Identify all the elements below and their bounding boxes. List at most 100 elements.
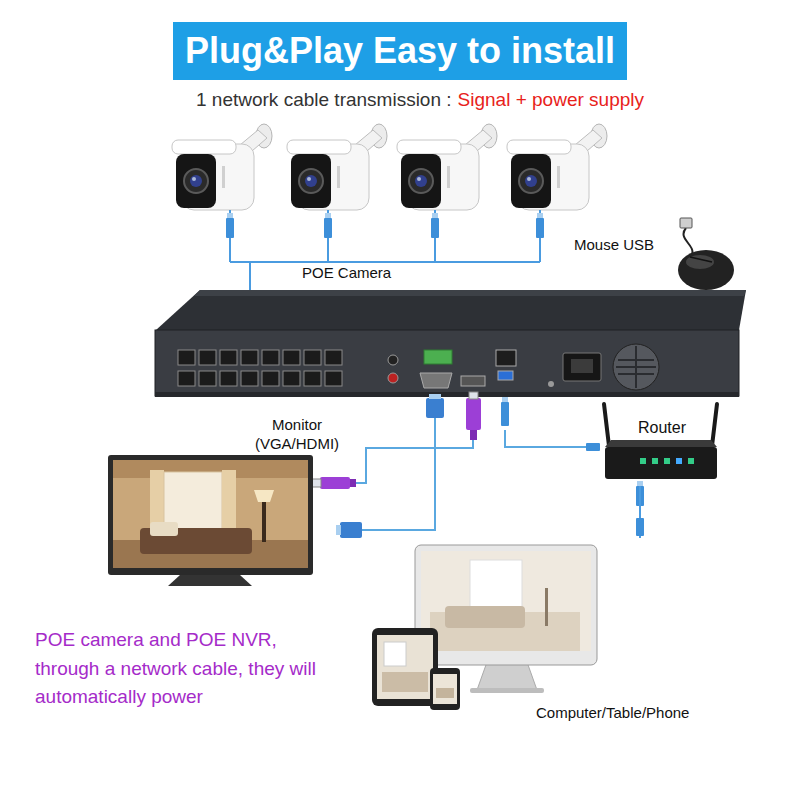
connectors	[501, 402, 509, 426]
monitor-tv	[113, 460, 308, 568]
monitor-node: Monitor (VGA/HDMI)	[100, 410, 348, 592]
usb-mouse	[678, 250, 734, 290]
monitor-tv	[262, 500, 266, 542]
node-label: Router	[598, 418, 726, 438]
computer-node: Computer/Table/Phone	[362, 538, 722, 728]
computer-devices	[430, 668, 460, 710]
poe-ports	[262, 371, 279, 386]
poe-camera	[397, 124, 497, 210]
poe-ports	[304, 350, 321, 365]
usb-mouse	[690, 257, 712, 262]
computer-devices	[372, 545, 597, 710]
connectors	[320, 477, 350, 489]
connectors	[350, 479, 356, 487]
poe-camera	[287, 124, 387, 210]
router-device	[605, 447, 717, 479]
subtitle-text: 1 network cable transmission :	[196, 88, 452, 112]
computer-devices	[436, 688, 454, 698]
nvr-recorder	[194, 290, 746, 296]
nvr-recorder	[424, 350, 452, 364]
nvr-recorder	[613, 344, 659, 390]
poe-ports	[199, 371, 216, 386]
rj45-plugs	[431, 218, 439, 238]
nvr-recorder	[571, 359, 593, 373]
connectors	[340, 522, 362, 538]
poe-ports	[241, 350, 258, 365]
monitor-tv	[164, 472, 222, 530]
monitor-tv	[168, 575, 252, 586]
monitor-tv	[150, 522, 178, 536]
node-label: Monitor (VGA/HDMI)	[250, 416, 344, 454]
nvr-recorder	[155, 330, 739, 396]
usb-mouse	[680, 218, 692, 228]
poe-ports	[304, 371, 321, 386]
node-label: Mouse USB	[574, 236, 654, 255]
computer-devices	[384, 642, 406, 666]
usb-mouse	[678, 218, 734, 290]
connectors	[312, 392, 600, 538]
router-device	[688, 458, 694, 464]
computer-devices	[477, 662, 537, 690]
rj45-plugs	[325, 213, 331, 218]
connectors	[312, 479, 321, 487]
subtitle-highlight: Signal + power supply	[458, 88, 644, 112]
rj45-plugs	[324, 218, 332, 238]
nvr-recorder	[461, 376, 485, 386]
computer-devices	[377, 635, 433, 699]
rj45-plugs	[537, 213, 543, 218]
computer-devices	[415, 545, 597, 665]
poe-camera	[507, 124, 607, 210]
poe-ports	[178, 350, 195, 365]
monitor-tv	[222, 470, 236, 532]
nvr-recorder	[420, 373, 452, 388]
router-device	[676, 458, 682, 464]
computer-devices	[545, 588, 548, 626]
poe-cameras	[172, 124, 607, 210]
cable-label: POE Camera	[300, 264, 393, 283]
computer-devices	[445, 606, 525, 628]
lan-cable	[505, 430, 586, 447]
poe-camera	[172, 124, 272, 210]
poe-ports	[325, 350, 342, 365]
router-device	[640, 458, 646, 464]
title-banner: Plug&Play Easy to install	[0, 22, 800, 80]
rj45-plugs	[536, 218, 544, 238]
poe-ports	[283, 371, 300, 386]
monitor-tv	[108, 455, 313, 575]
nvr-recorder	[563, 353, 601, 381]
nvr-recorder	[388, 355, 398, 365]
note-text: POE camera and POE NVR, through a networ…	[35, 626, 335, 712]
node-label: Computer/Table/Phone	[536, 704, 689, 723]
nvr-recorder	[498, 371, 513, 380]
poe-ports	[283, 350, 300, 365]
monitor-tv	[108, 455, 313, 586]
mouse-node: Mouse USB	[566, 222, 742, 298]
connectors	[466, 398, 481, 430]
computer-devices	[470, 560, 522, 608]
nvr-recorder	[548, 381, 554, 387]
nvr-recorder	[155, 290, 746, 397]
poe-ports	[262, 350, 279, 365]
nvr-recorder	[155, 392, 739, 397]
computer-devices	[372, 628, 438, 706]
connectors	[586, 443, 600, 451]
poe-ports	[325, 371, 342, 386]
router-device	[652, 458, 658, 464]
router-device	[637, 481, 643, 486]
connectors	[470, 430, 477, 440]
vga-cable	[362, 418, 435, 530]
connectors	[502, 397, 508, 402]
nvr-recorder	[156, 290, 746, 330]
connectors	[469, 392, 478, 399]
title-text: Plug&Play Easy to install	[173, 22, 627, 80]
rj45-plugs	[227, 213, 233, 218]
nvr-recorder	[496, 350, 516, 366]
poe-ports	[220, 371, 237, 386]
poe-ports	[178, 371, 195, 386]
router-device	[664, 458, 670, 464]
computer-devices	[382, 672, 428, 692]
poe-ports	[178, 350, 342, 386]
router-node: Router	[598, 410, 730, 486]
poe-ports	[220, 350, 237, 365]
